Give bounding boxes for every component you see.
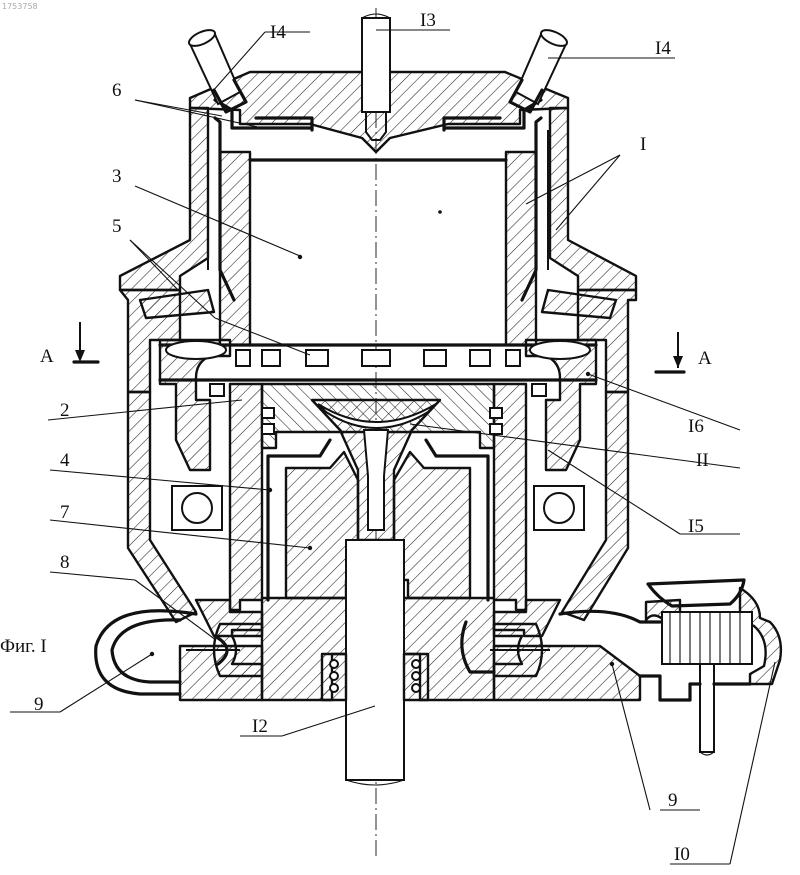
section-marker-left: A	[40, 346, 54, 367]
label-16: I6	[688, 416, 704, 437]
label-14-left: I4	[270, 22, 286, 43]
inner-cylinder	[208, 130, 548, 345]
label-8: 8	[60, 552, 70, 573]
label-7: 7	[60, 502, 70, 523]
label-1: I	[640, 134, 646, 155]
bearing-right	[534, 486, 584, 530]
label-6: 6	[112, 80, 122, 101]
label-11: II	[696, 450, 709, 471]
label-14-right: I4	[655, 38, 671, 59]
label-9-left: 9	[34, 694, 44, 715]
label-15: I5	[688, 516, 704, 537]
label-10: I0	[674, 844, 690, 865]
label-13: I3	[420, 10, 436, 31]
label-9-right: 9	[668, 790, 678, 811]
label-12: I2	[252, 716, 268, 737]
bearing-left	[172, 486, 222, 530]
label-5: 5	[112, 216, 122, 237]
document-stamp: 1753758	[2, 2, 38, 11]
figure-caption: Фиг. I	[0, 636, 47, 657]
label-3: 3	[112, 166, 122, 187]
label-2: 2	[60, 400, 70, 421]
section-marker-right: A	[698, 348, 712, 369]
label-4: 4	[60, 450, 70, 471]
